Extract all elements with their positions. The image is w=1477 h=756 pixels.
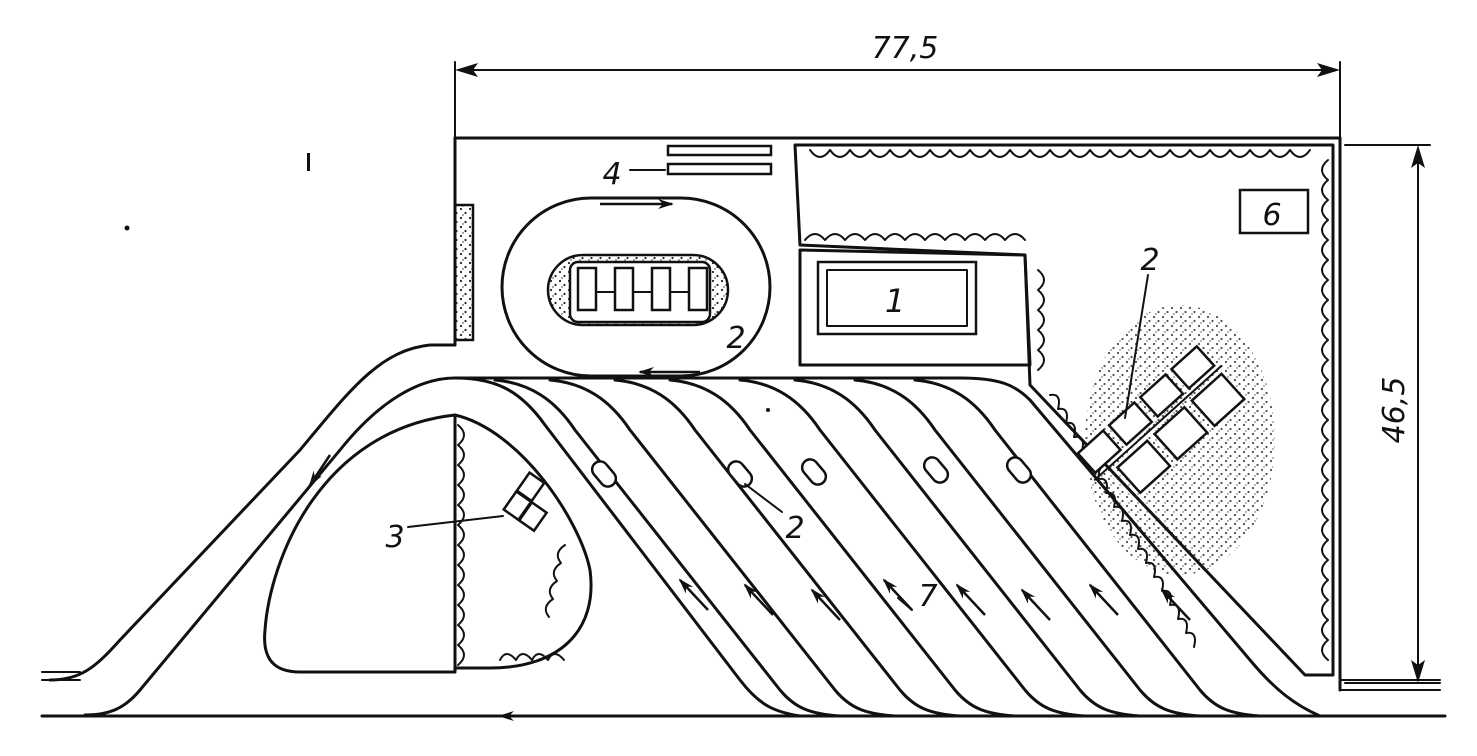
building-1: 1 <box>798 248 1032 367</box>
marker-7-label: 7 <box>918 579 937 614</box>
access-road <box>40 343 1447 721</box>
marker-7: 7 <box>897 579 938 614</box>
marker-5: 4 <box>602 144 773 192</box>
structure-2-right <box>1076 344 1247 495</box>
marker-5-label: 4 <box>602 157 621 192</box>
marker-3: 2 <box>590 456 1033 546</box>
width-dimension: 77,5 <box>454 31 1341 139</box>
green-strip-left <box>453 203 475 342</box>
loop-road <box>500 196 772 378</box>
height-dimension-label: 46,5 <box>1377 377 1412 444</box>
parking-lanes <box>453 376 1322 718</box>
structure-2-left-label: 2 <box>726 321 745 356</box>
structure-2-right-callout: 2 <box>1124 243 1160 419</box>
marker-3-label: 2 <box>785 511 804 546</box>
width-dimension-label: 77,5 <box>872 31 939 66</box>
building-6: 6 <box>1238 188 1310 235</box>
scan-specks <box>124 153 770 412</box>
marker-4: 3 <box>385 470 549 555</box>
marker-4-label: 3 <box>385 520 404 555</box>
island-left <box>263 413 593 674</box>
height-dimension: 46,5 <box>1344 144 1441 684</box>
building-6-label: 6 <box>1262 198 1281 233</box>
building-1-label: 1 <box>885 282 905 320</box>
structure-2-right-label: 2 <box>1140 243 1159 278</box>
structure-2-left: 2 <box>546 253 746 356</box>
